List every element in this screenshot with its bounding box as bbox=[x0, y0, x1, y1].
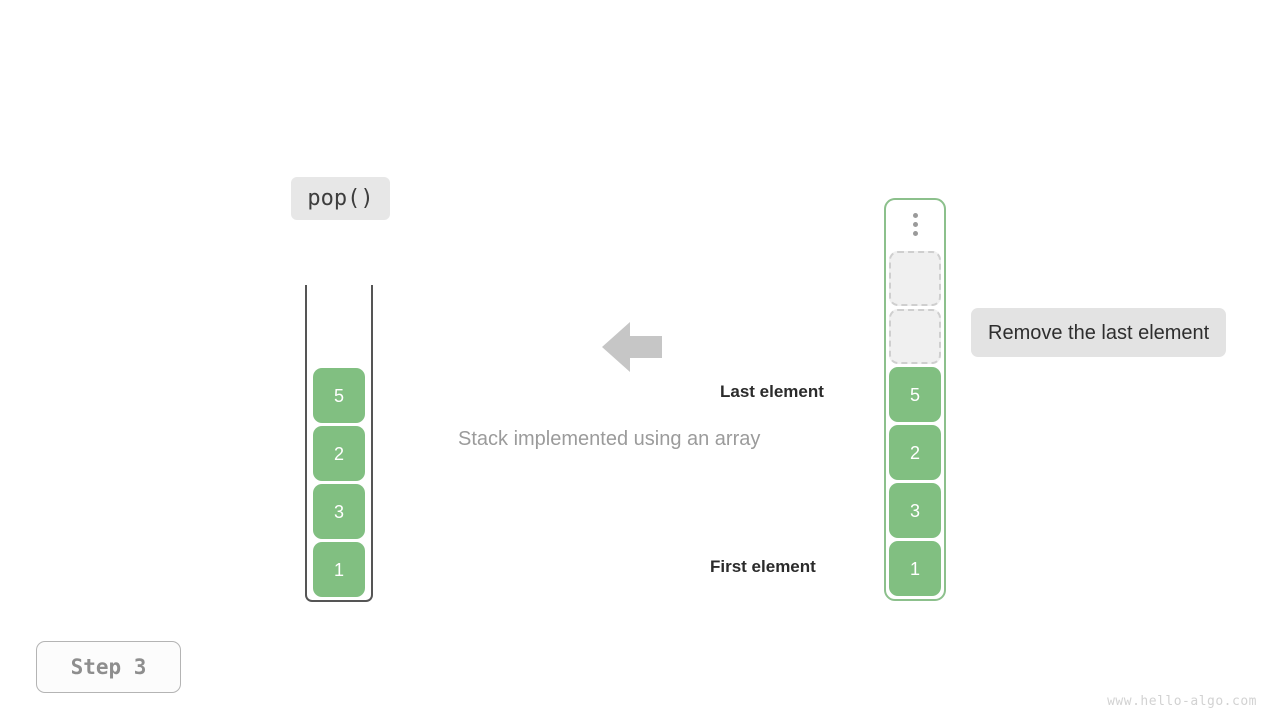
stack-element: 2 bbox=[889, 425, 941, 480]
array-stack-container: 5 2 3 1 bbox=[884, 198, 946, 601]
arrow-left-icon bbox=[602, 320, 662, 374]
stack-element: 5 bbox=[889, 367, 941, 422]
stack-element: 1 bbox=[889, 541, 941, 596]
last-element-label: Last element bbox=[720, 382, 824, 401]
annotation-badge: Remove the last element bbox=[971, 308, 1227, 357]
abstract-stack-container: 5 2 3 1 bbox=[305, 285, 373, 602]
stack-outline bbox=[305, 285, 373, 602]
first-element-label: First element bbox=[710, 557, 816, 576]
step-label: Step 3 bbox=[70, 654, 147, 679]
abstract-stack-cells: 5 2 3 1 bbox=[305, 368, 373, 597]
ellipsis-dot bbox=[912, 231, 918, 236]
operation-badge: pop() bbox=[291, 177, 390, 220]
empty-slot bbox=[889, 309, 941, 364]
stack-element: 3 bbox=[889, 483, 941, 538]
vertical-ellipsis-icon bbox=[886, 213, 944, 236]
ellipsis-dot bbox=[912, 213, 918, 218]
caption-text: Stack implemented using an array bbox=[458, 428, 761, 450]
annotation-label: Remove the last element bbox=[988, 321, 1210, 344]
step-badge: Step 3 bbox=[36, 641, 181, 693]
stack-element: 5 bbox=[313, 368, 365, 423]
empty-slot bbox=[889, 251, 941, 306]
stack-element: 1 bbox=[313, 542, 365, 597]
stack-element: 3 bbox=[313, 484, 365, 539]
stack-element: 2 bbox=[313, 426, 365, 481]
array-stack-cells: 5 2 3 1 bbox=[886, 251, 944, 596]
ellipsis-dot bbox=[912, 222, 918, 227]
watermark: www.hello-algo.com bbox=[1107, 694, 1257, 709]
operation-label: pop() bbox=[307, 185, 374, 211]
